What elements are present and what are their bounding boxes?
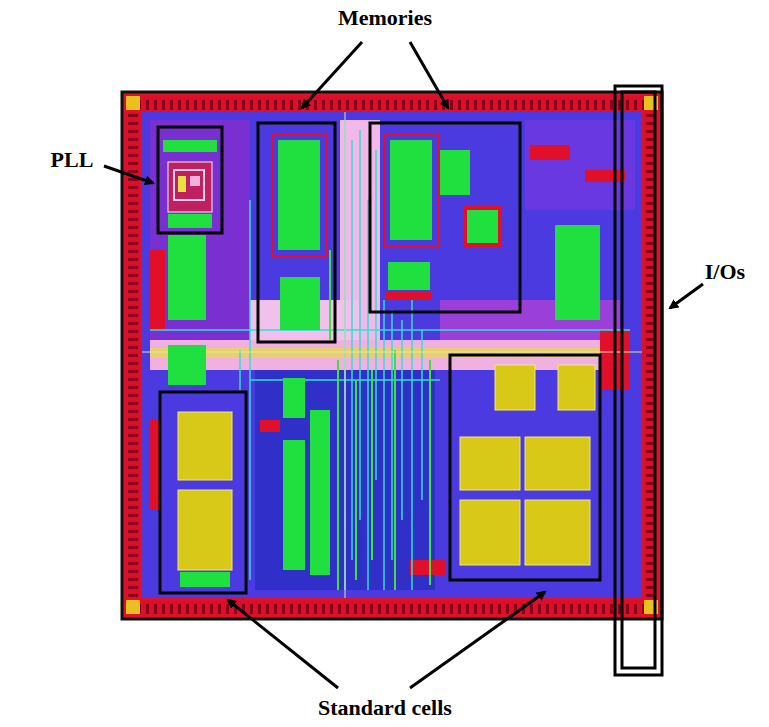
label-holder: Memories bbox=[338, 5, 432, 30]
region-label: Memories bbox=[338, 5, 432, 30]
region-label: Standard cells bbox=[318, 695, 452, 720]
region-label: PLL bbox=[51, 147, 94, 172]
label-holder: PLL bbox=[51, 147, 94, 172]
region-label: I/Os bbox=[705, 259, 745, 284]
label-holder: I/Os bbox=[705, 259, 745, 284]
label-holder: Standard cells bbox=[318, 695, 452, 720]
